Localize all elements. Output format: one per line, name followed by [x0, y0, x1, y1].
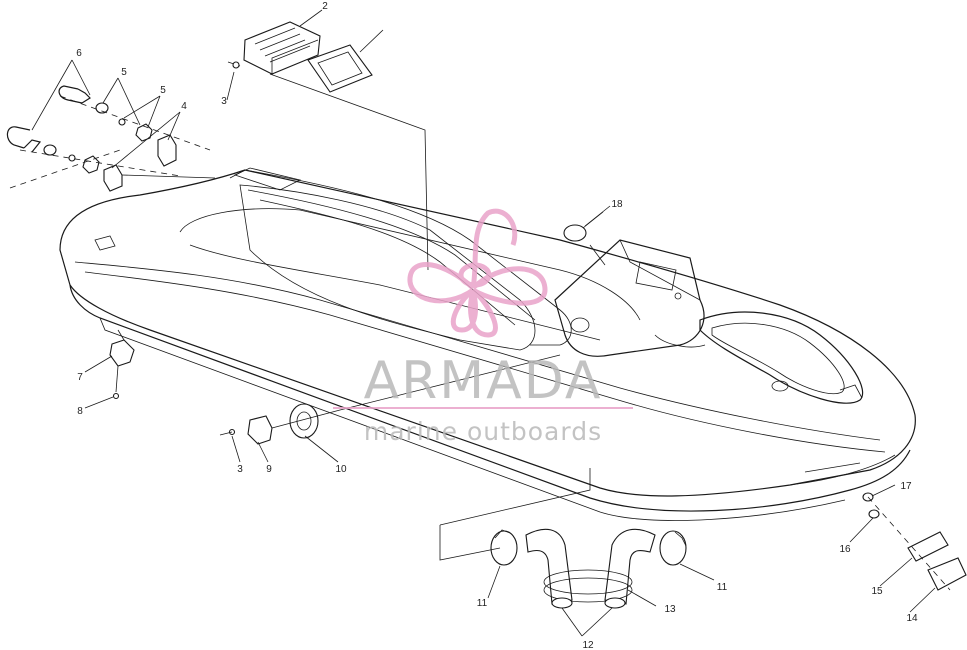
watermark-subtitle: marine outboards [364, 417, 602, 446]
assembly-line-intake [269, 73, 429, 271]
part-label-9: 9 [266, 464, 272, 475]
part-label-18: 18 [611, 199, 623, 210]
part-label-14: 14 [906, 613, 918, 624]
screw-3-top [227, 61, 241, 69]
part-label-6: 6 [76, 48, 82, 59]
intake-gasket [307, 44, 373, 93]
exhaust-pipes [439, 468, 687, 609]
watermark-title: ARMADA [364, 351, 603, 411]
label-leaders [31, 9, 936, 637]
part-label-11: 11 [477, 598, 488, 609]
hose-fittings [6, 85, 216, 192]
drain-plug [109, 329, 135, 400]
part-labels: 2 3 6 5 5 4 18 7 8 3 9 10 17 16 15 14 11… [76, 1, 918, 650]
part-label-5: 5 [121, 67, 127, 78]
part-label-15: 15 [871, 586, 883, 597]
part-label-2: 2 [322, 1, 328, 12]
part-label-8: 8 [77, 406, 83, 417]
part-label-11b: 11 [717, 582, 728, 593]
part-label-17: 17 [900, 481, 912, 492]
cap-18 [563, 211, 606, 266]
part-label-7: 7 [77, 372, 83, 383]
fittings-center [219, 354, 561, 445]
part-label-16: 16 [839, 544, 851, 555]
armada-watermark: ARMADA marine outboards [333, 208, 633, 446]
part-label-13: 13 [664, 604, 676, 615]
part-label-10: 10 [335, 464, 347, 475]
part-label-3: 3 [221, 96, 227, 107]
hull [59, 167, 916, 521]
part-label-12: 12 [582, 640, 594, 650]
part-label-4: 4 [181, 101, 187, 112]
part-label-3b: 3 [237, 464, 243, 475]
butterfly-logo [407, 208, 548, 338]
part-label-5b: 5 [160, 85, 166, 96]
air-intake-grill [243, 21, 321, 75]
bow-eye-assembly [862, 492, 967, 591]
